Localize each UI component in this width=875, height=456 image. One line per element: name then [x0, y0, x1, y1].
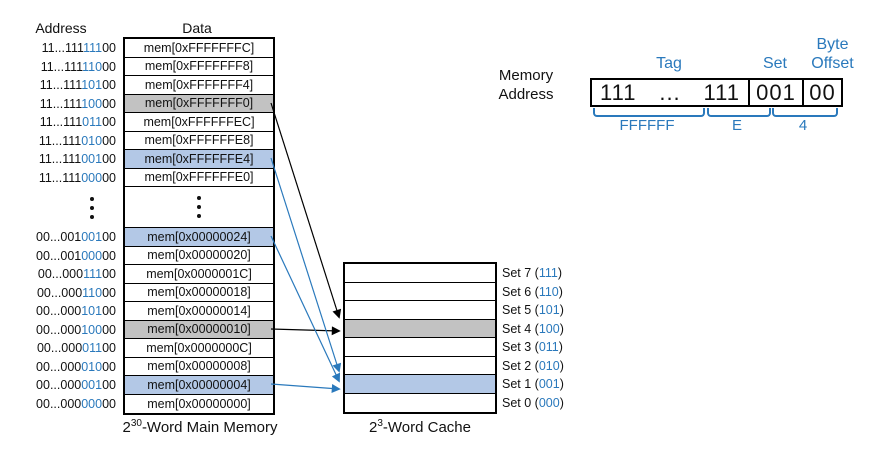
cache-set-label: Set 3 (011) — [502, 340, 563, 354]
set-field-label: Set — [762, 55, 787, 72]
memory-address: 11...11100100 — [38, 152, 116, 166]
memory-address: 11...11101000 — [38, 133, 116, 148]
memory-row: mem[0xFFFFFFEC] — [125, 113, 273, 132]
memory-row: mem[0xFFFFFFF4] — [125, 76, 273, 95]
memory-address-box: 111 ... 111 001 00 — [590, 78, 843, 107]
cache-set-label: Set 0 (000) — [502, 395, 564, 410]
memory-address: 00...00010000 — [36, 322, 116, 337]
cache-set-label: Set 4 (100) — [502, 321, 564, 336]
set-hex-value: E — [731, 117, 742, 134]
cache-set-row — [345, 301, 495, 320]
tag-field-label: Tag — [656, 55, 682, 72]
memory-row: mem[0x00000018] — [125, 283, 273, 302]
memory-address: 00...00100000 — [36, 248, 116, 263]
offset-bits-cell: 00 — [802, 80, 841, 105]
main-memory-caption: 230-Word Main Memory — [122, 418, 278, 436]
memory-address: 11...11111100 — [41, 41, 116, 55]
memory-row: mem[0xFFFFFFFC] — [125, 39, 273, 58]
byte-field-label: Byte — [816, 36, 849, 53]
memory-address: 00...00010100 — [36, 304, 116, 318]
cache-set-row — [345, 319, 495, 338]
cache-set-label: Set 5 (101) — [502, 303, 564, 317]
memory-address: 00...00000000 — [36, 396, 116, 411]
memory-row: mem[0xFFFFFFE4] — [125, 150, 273, 169]
cache-set-row — [345, 393, 495, 412]
tag-bits-cell: 111 ... 111 — [600, 79, 740, 105]
memory-row: mem[0x00000024] — [125, 228, 273, 247]
memory-ellipsis — [125, 187, 273, 228]
cache-table — [343, 262, 497, 414]
arrow-00000024-to-set1 — [270, 235, 341, 383]
set-hex-brace — [707, 108, 771, 117]
offset-hex-brace — [772, 108, 838, 117]
vertical-ellipsis-icon — [90, 196, 94, 219]
memory-row: mem[0x0000001C] — [125, 265, 273, 284]
memory-address: 00...00011100 — [37, 267, 116, 281]
memory-row: mem[0xFFFFFFF0] — [125, 94, 273, 113]
cache-caption: 23-Word Cache — [369, 418, 471, 436]
memory-row: mem[0x0000000C] — [125, 339, 273, 358]
memory-address: 11...11110000 — [39, 96, 116, 111]
set-bits-cell: 001 — [748, 80, 802, 105]
memory-row: mem[0xFFFFFFF8] — [125, 57, 273, 76]
cache-set-label: Set 1 (001) — [502, 377, 564, 391]
memory-address: 00...00000100 — [36, 378, 116, 392]
cache-set-row — [345, 264, 495, 283]
arrow-00000010-to-set4 — [270, 326, 341, 336]
memory-address-column-header: Address — [35, 20, 87, 36]
memory-address-label: Memory Address — [498, 67, 554, 103]
memory-row: mem[0x00000000] — [125, 394, 273, 413]
cache-set-label: Set 7 (111) — [502, 266, 563, 280]
memory-address: 00...00100100 — [36, 230, 116, 244]
cache-set-label: Set 6 (110) — [502, 284, 563, 299]
tag-hex-value: FFFFFF — [619, 117, 675, 134]
cache-set-row — [345, 338, 495, 357]
memory-row: mem[0xFFFFFFE0] — [125, 168, 273, 187]
memory-address: 11...11101100 — [39, 115, 116, 129]
cache-set-label: Set 2 (010) — [502, 358, 564, 373]
memory-address: 11...11110100 — [39, 78, 116, 92]
main-memory-table: mem[0xFFFFFFFC] mem[0xFFFFFFF8] mem[0xFF… — [123, 37, 275, 415]
memory-row: mem[0x00000008] — [125, 357, 273, 376]
memory-address: 11...11111000 — [40, 59, 116, 74]
offset-field-label: Offset — [811, 55, 854, 72]
memory-row: mem[0x00000014] — [125, 302, 273, 321]
vertical-ellipsis-icon — [197, 196, 201, 218]
offset-hex-value: 4 — [798, 117, 808, 134]
address-ellipsis — [0, 187, 122, 228]
arrow-ffffff0-to-set4 — [270, 102, 342, 319]
memory-row: mem[0x00000010] — [125, 320, 273, 339]
cache-set-row — [345, 375, 495, 394]
tag-hex-brace — [593, 108, 705, 117]
memory-row: mem[0x00000020] — [125, 246, 273, 265]
arrow-fffffe4-to-set1 — [270, 157, 342, 373]
cache-set-row — [345, 282, 495, 301]
cache-set-labels: Set 7 (111) Set 6 (110) Set 5 (101) Set … — [502, 264, 592, 412]
memory-row: mem[0xFFFFFFE8] — [125, 131, 273, 150]
memory-address: 00...00001000 — [36, 359, 116, 374]
memory-address-column: 11...11111100 11...11111000 11...1111010… — [0, 39, 122, 413]
memory-address: 00...00011000 — [36, 285, 116, 300]
memory-address: 11...11100000 — [38, 170, 116, 185]
cache-set-row — [345, 356, 495, 375]
arrow-00000004-to-set1 — [270, 383, 341, 393]
memory-address: 00...00001100 — [36, 341, 116, 355]
memory-row: mem[0x00000004] — [125, 376, 273, 395]
memory-data-column-header: Data — [182, 20, 212, 36]
